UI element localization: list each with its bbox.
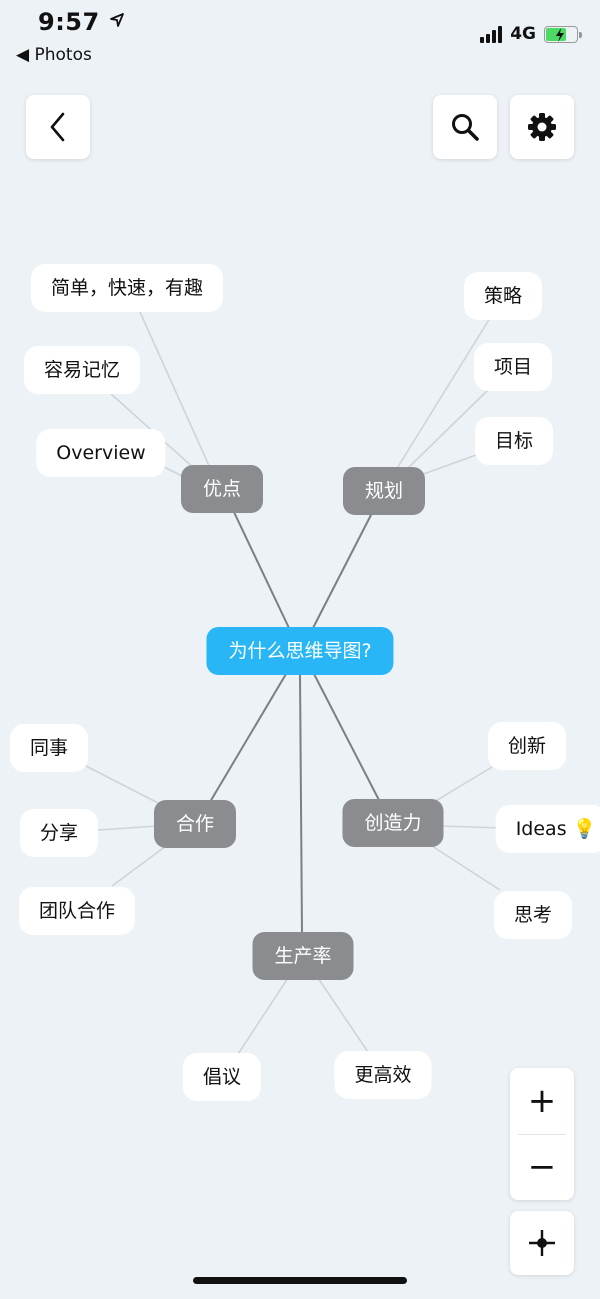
leaf-simple-fast-fun[interactable]: 简单，快速，有趣: [30, 264, 224, 312]
leaf-teamwork[interactable]: 团队合作: [18, 887, 136, 935]
leaf-innovation[interactable]: 创新: [487, 722, 567, 770]
zoom-divider: [518, 1134, 566, 1135]
root-topic[interactable]: 为什么思维导图?: [206, 627, 394, 675]
connector-ideas: [439, 825, 503, 829]
connector-thinking: [431, 845, 501, 891]
branch-cooperation[interactable]: 合作: [153, 800, 237, 848]
location-arrow-icon: [109, 13, 124, 27]
connector-colleague: [85, 765, 161, 805]
plus-icon: +: [527, 1081, 557, 1121]
leaf-advocate[interactable]: 倡议: [182, 1053, 262, 1101]
signal-icon: [480, 25, 503, 43]
connector-innovation: [433, 766, 493, 803]
zoom-controls: + −: [510, 1068, 574, 1200]
zoom-out-button[interactable]: −: [510, 1134, 574, 1200]
leaf-colleague[interactable]: 同事: [9, 724, 89, 772]
status-time: 9:57: [38, 8, 125, 36]
settings-button[interactable]: [510, 95, 574, 159]
status-indicators: 4G: [480, 24, 582, 44]
network-type: 4G: [510, 24, 536, 44]
minus-icon: −: [527, 1147, 557, 1187]
status-time-text: 9:57: [38, 8, 100, 36]
connector-root-creativity: [313, 673, 381, 803]
connector-share: [97, 825, 159, 831]
connector-root-productivity: [299, 673, 303, 934]
branch-planning[interactable]: 规划: [342, 467, 426, 515]
connector-root-planning: [312, 512, 373, 629]
back-button[interactable]: [26, 95, 90, 159]
leaf-easy-memory[interactable]: 容易记忆: [23, 346, 141, 394]
leaf-goal[interactable]: 目标: [474, 417, 554, 465]
gear-icon: [528, 113, 556, 141]
connector-root-advantages: [232, 509, 290, 629]
leaf-share[interactable]: 分享: [19, 809, 99, 857]
connector-root-cooperation: [209, 673, 287, 803]
crosshair-icon: [529, 1230, 555, 1256]
connector-goal: [417, 454, 477, 477]
leaf-strategy[interactable]: 策略: [463, 272, 543, 320]
search-icon: [452, 114, 479, 141]
recenter-button[interactable]: [510, 1211, 574, 1275]
branch-creativity[interactable]: 创造力: [342, 799, 444, 847]
branch-productivity[interactable]: 生产率: [252, 932, 354, 980]
home-indicator[interactable]: [193, 1277, 407, 1284]
connector-advocate: [237, 977, 289, 1055]
leaf-overview[interactable]: Overview: [36, 429, 166, 477]
connector-more-efficient: [317, 977, 369, 1053]
search-button[interactable]: [433, 95, 497, 159]
connector-strategy: [395, 317, 491, 471]
connector-teamwork: [111, 845, 167, 887]
connector-simple-fast-fun: [139, 311, 211, 469]
leaf-project[interactable]: 项目: [473, 343, 553, 391]
leaf-more-efficient[interactable]: 更高效: [334, 1051, 432, 1099]
connector-project: [405, 389, 489, 471]
leaf-ideas[interactable]: Ideas 💡: [495, 805, 600, 853]
zoom-in-button[interactable]: +: [510, 1068, 574, 1134]
back-to-photos-link[interactable]: ◀ Photos: [16, 45, 92, 65]
battery-icon: [544, 25, 582, 43]
leaf-thinking[interactable]: 思考: [493, 891, 573, 939]
chevron-left-icon: [50, 112, 65, 142]
branch-advantages[interactable]: 优点: [180, 465, 264, 513]
